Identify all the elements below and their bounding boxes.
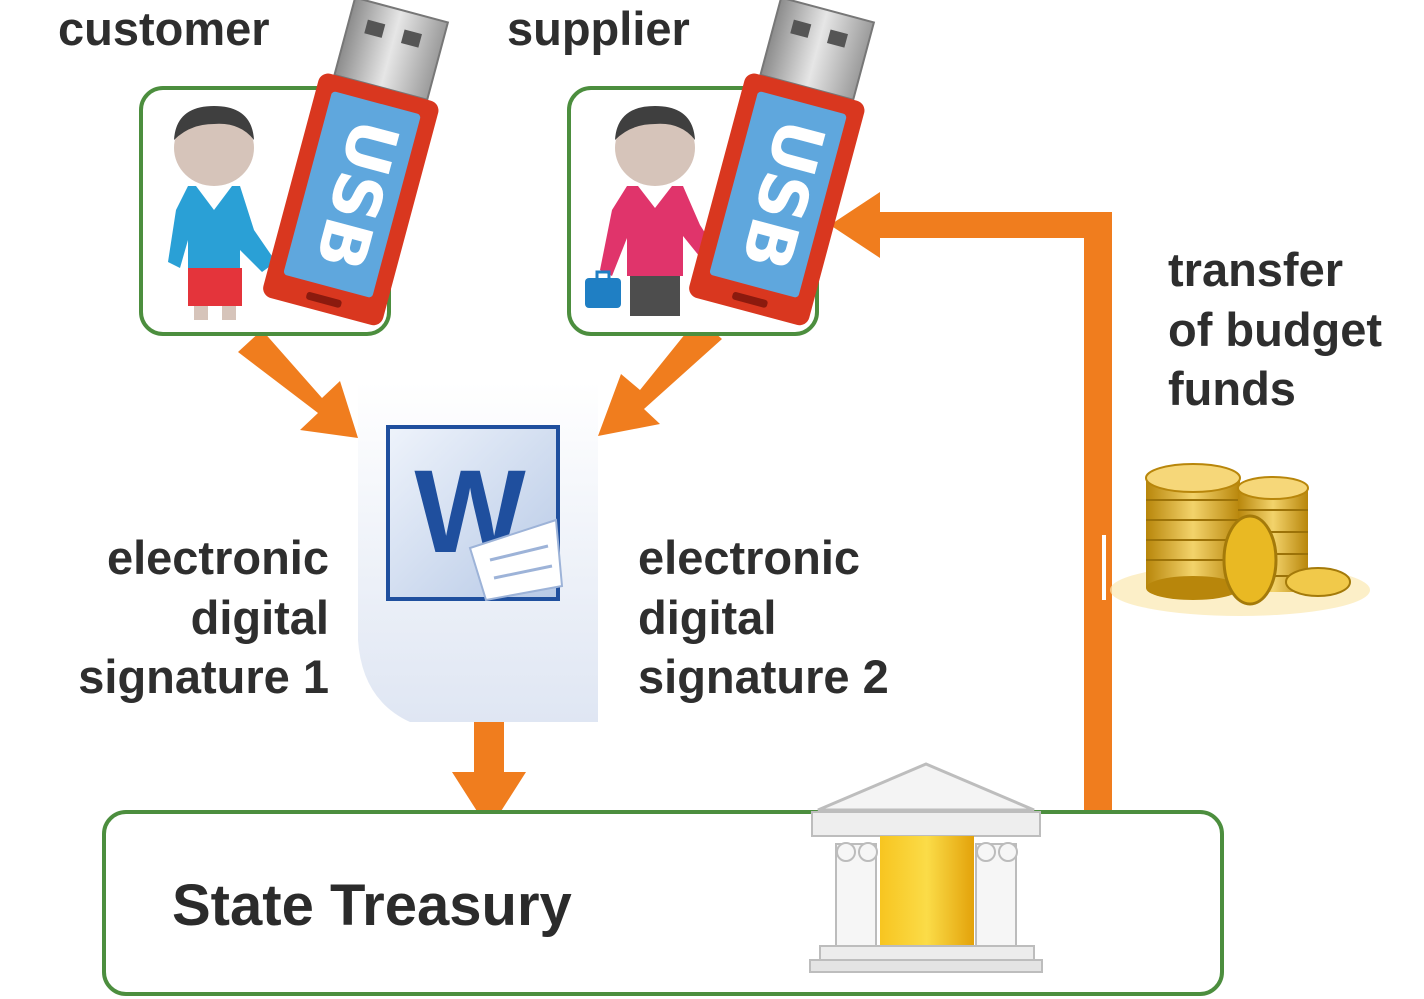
signature-1-line-2: digital [190, 590, 329, 644]
arrow-supplier-to-document [598, 318, 722, 436]
arrow-treasury-to-supplier [830, 192, 1112, 812]
signature-1-line-1: electronic [106, 531, 329, 584]
funds-line-1: transfer [1168, 243, 1344, 296]
signature-2-label: electronic digital signature 2 [638, 528, 889, 707]
treasury-title: State Treasury [172, 873, 572, 938]
word-document-icon: W [358, 382, 598, 722]
funds-line-3: funds [1168, 362, 1296, 416]
supplier-label: supplier [507, 2, 690, 55]
arrow-document-to-treasury [452, 722, 526, 830]
signature-1-label: electronic digital signature 1 [78, 528, 329, 707]
arrow-customer-to-document [238, 330, 358, 438]
funds-transfer-label: transfer of budget funds [1168, 240, 1382, 419]
usb-drive-icon: USB [263, 0, 450, 326]
customer-label: customer [58, 2, 270, 55]
gold-coins-icon [1110, 463, 1370, 616]
signature-1-line-3: signature 1 [78, 650, 329, 704]
person-supplier-icon [585, 106, 716, 316]
flow-arrows [238, 192, 1112, 830]
signature-2-line-2: digital [638, 590, 777, 644]
signature-2-line-3: signature 2 [638, 650, 889, 704]
bank-building-icon [809, 762, 1043, 973]
person-customer-icon [168, 106, 276, 320]
signature-2-line-1: electronic [638, 531, 861, 584]
funds-line-2: of budget [1168, 302, 1383, 356]
usb-drive-icon: USB [689, 0, 876, 326]
